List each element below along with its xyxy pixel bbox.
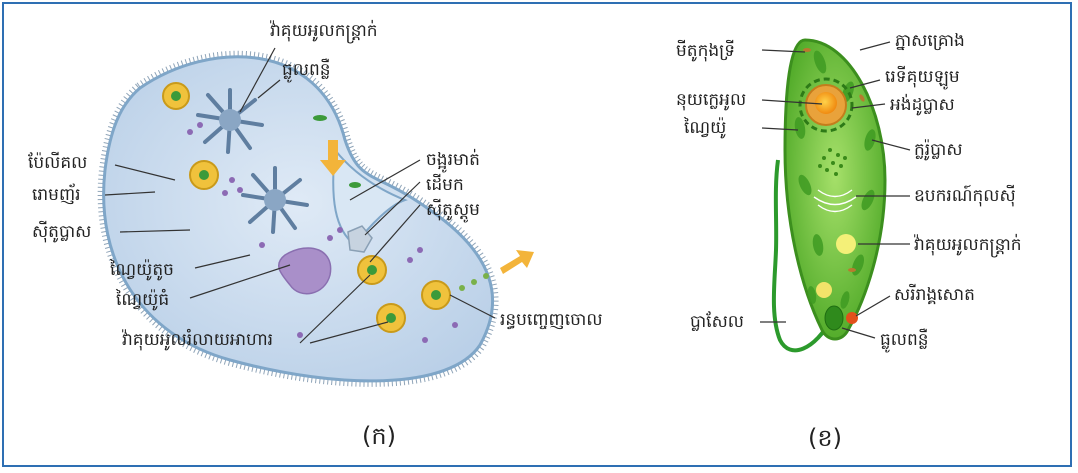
label-contractile-vacuole-a: វ៉ាគុយអូលកន្ត្រាក់: [269, 19, 377, 44]
vesicle-shape: [816, 282, 832, 298]
label-gullet: ដើមក: [426, 173, 464, 195]
label-flagellum: ប្លាសែល: [690, 311, 744, 332]
label-micronucleus: ណ្វៃយ៉ូតូច: [109, 258, 174, 281]
label-reservoir: ធ្លូលពន្លឺ: [880, 328, 929, 353]
label-vacuole-top-a: ធ្លូលពន្លឺ: [282, 58, 331, 83]
nucleolus-shape: [815, 92, 837, 114]
label-golgi: ឧបករណ៍កុលស៊ី: [914, 184, 1016, 207]
waste-exit-arrow: [500, 250, 534, 274]
contractile-vacuole-b-shape: [836, 234, 856, 254]
label-organelle: អង់ដូប្លាស: [890, 93, 955, 116]
label-anal-pore: រន្ធបញ្ចេញចោល: [500, 310, 603, 330]
caption-b: (ខ): [808, 424, 842, 452]
reservoir-shape: [825, 306, 843, 330]
label-nucleus: ណ្វៃយ៉ូ: [683, 116, 726, 139]
label-nucleolus: នុយក្លេអូល: [676, 90, 746, 111]
label-eyespot: សរីរាង្គសោត: [894, 283, 975, 305]
eyespot-shape: [846, 312, 858, 324]
caption-a: (ក): [362, 422, 396, 450]
label-cytoplasm: ស៊ីតូប្លាស: [32, 220, 91, 243]
label-pellicle-b: ភ្នាសគ្រោង: [895, 31, 965, 51]
label-macronucleus: ណ្វៃយ៉ូធំ: [115, 288, 169, 311]
label-pellicle-a: ប៉ែលីគល: [28, 151, 87, 173]
euglena-body: [785, 40, 885, 339]
label-cilia: រោមញ័រ: [32, 183, 81, 205]
label-er: រេទីគុយឡូម: [885, 65, 960, 90]
label-mitochondria: មីតូកុងទ្រី: [676, 39, 735, 62]
label-contractile-vacuole-b: វ៉ាគុយអូលកន្ត្រាក់: [913, 233, 1021, 258]
label-food-vacuole: វ៉ាគុយអូលរំលាយអាហារ: [121, 328, 273, 351]
label-chloroplast: ក្លរ៉ូប្លាស: [914, 139, 963, 161]
label-oral-groove: ចង្អូរមាត់: [426, 148, 480, 173]
euglena-illustration: [774, 40, 885, 350]
label-cytostome: ស៊ីតូស្តូម: [426, 198, 480, 223]
